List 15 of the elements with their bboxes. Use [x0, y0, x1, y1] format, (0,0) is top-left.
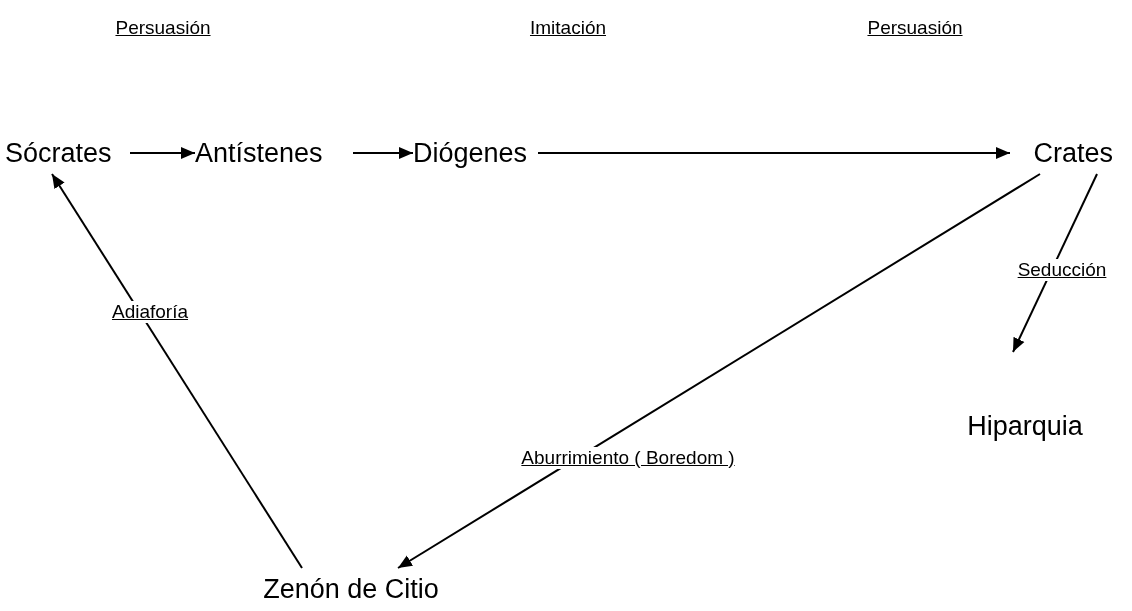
arrow: [352, 147, 414, 159]
arrow: [51, 173, 303, 569]
person-name: Sócrates: [5, 137, 112, 169]
person-name: Zenón de Citio: [263, 573, 439, 605]
person-name: Diógenes: [413, 137, 528, 169]
edge-label: Aburrimiento ( Boredom ): [519, 447, 737, 469]
arrow: [537, 147, 1011, 159]
person-name: Antístenes: [195, 137, 323, 169]
arrow: [129, 147, 196, 159]
person-name: Crates: [1033, 137, 1113, 169]
edge-label: Seducción: [1015, 259, 1109, 281]
arrow: [397, 173, 1041, 569]
person-name: Hiparquia: [967, 411, 1083, 442]
edge-label: Adiaforía: [110, 301, 190, 323]
arrow: [1012, 173, 1098, 353]
